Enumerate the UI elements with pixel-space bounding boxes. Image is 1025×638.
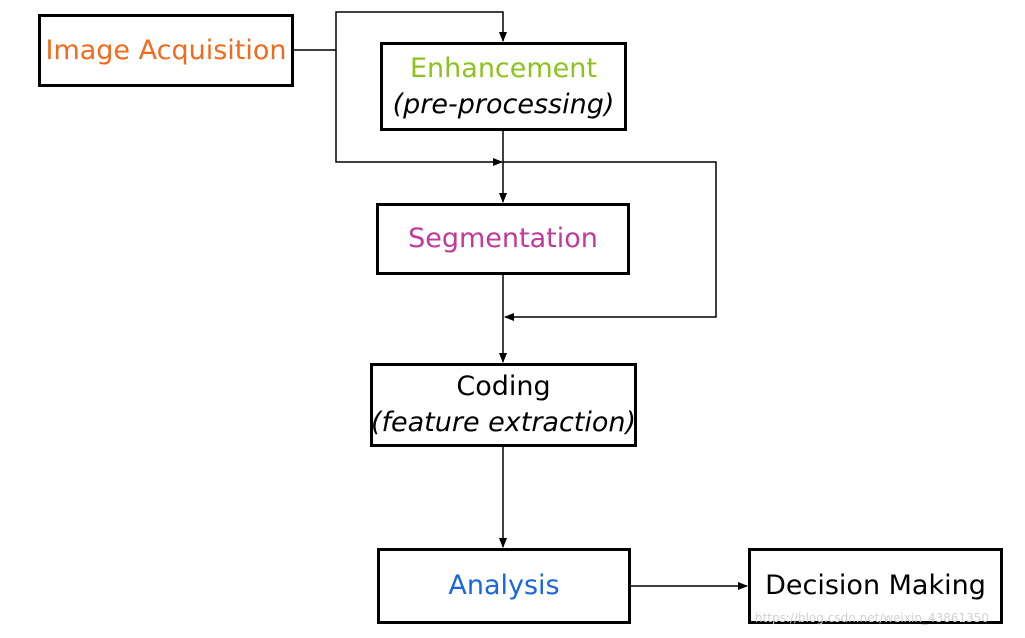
node-decision-making-label: Decision Making xyxy=(765,570,986,601)
edge-acquisition-bypass xyxy=(335,50,503,166)
node-coding-sublabel: (feature extraction) xyxy=(370,407,637,438)
node-image-acquisition: Image Acquisition xyxy=(38,14,294,87)
node-enhancement-label: Enhancement xyxy=(409,52,597,84)
node-decision-making: Decision Making xyxy=(748,548,1003,624)
node-segmentation-label: Segmentation xyxy=(408,223,598,254)
node-enhancement: Enhancement (pre-processing) xyxy=(380,42,627,131)
node-coding: Coding (feature extraction) xyxy=(370,363,637,447)
node-segmentation: Segmentation xyxy=(376,203,630,275)
node-image-acquisition-label: Image Acquisition xyxy=(45,34,287,66)
node-analysis: Analysis xyxy=(377,548,631,624)
edge-acquisition-to-enhancement xyxy=(294,11,507,51)
node-analysis-label: Analysis xyxy=(448,570,560,601)
node-enhancement-sublabel: (pre-processing) xyxy=(392,88,615,120)
node-coding-label: Coding xyxy=(456,371,551,402)
watermark-text: https://blog.csdn.net/weixin_43861350 xyxy=(755,611,990,625)
edge-enhancement-bypass-right xyxy=(503,161,717,321)
